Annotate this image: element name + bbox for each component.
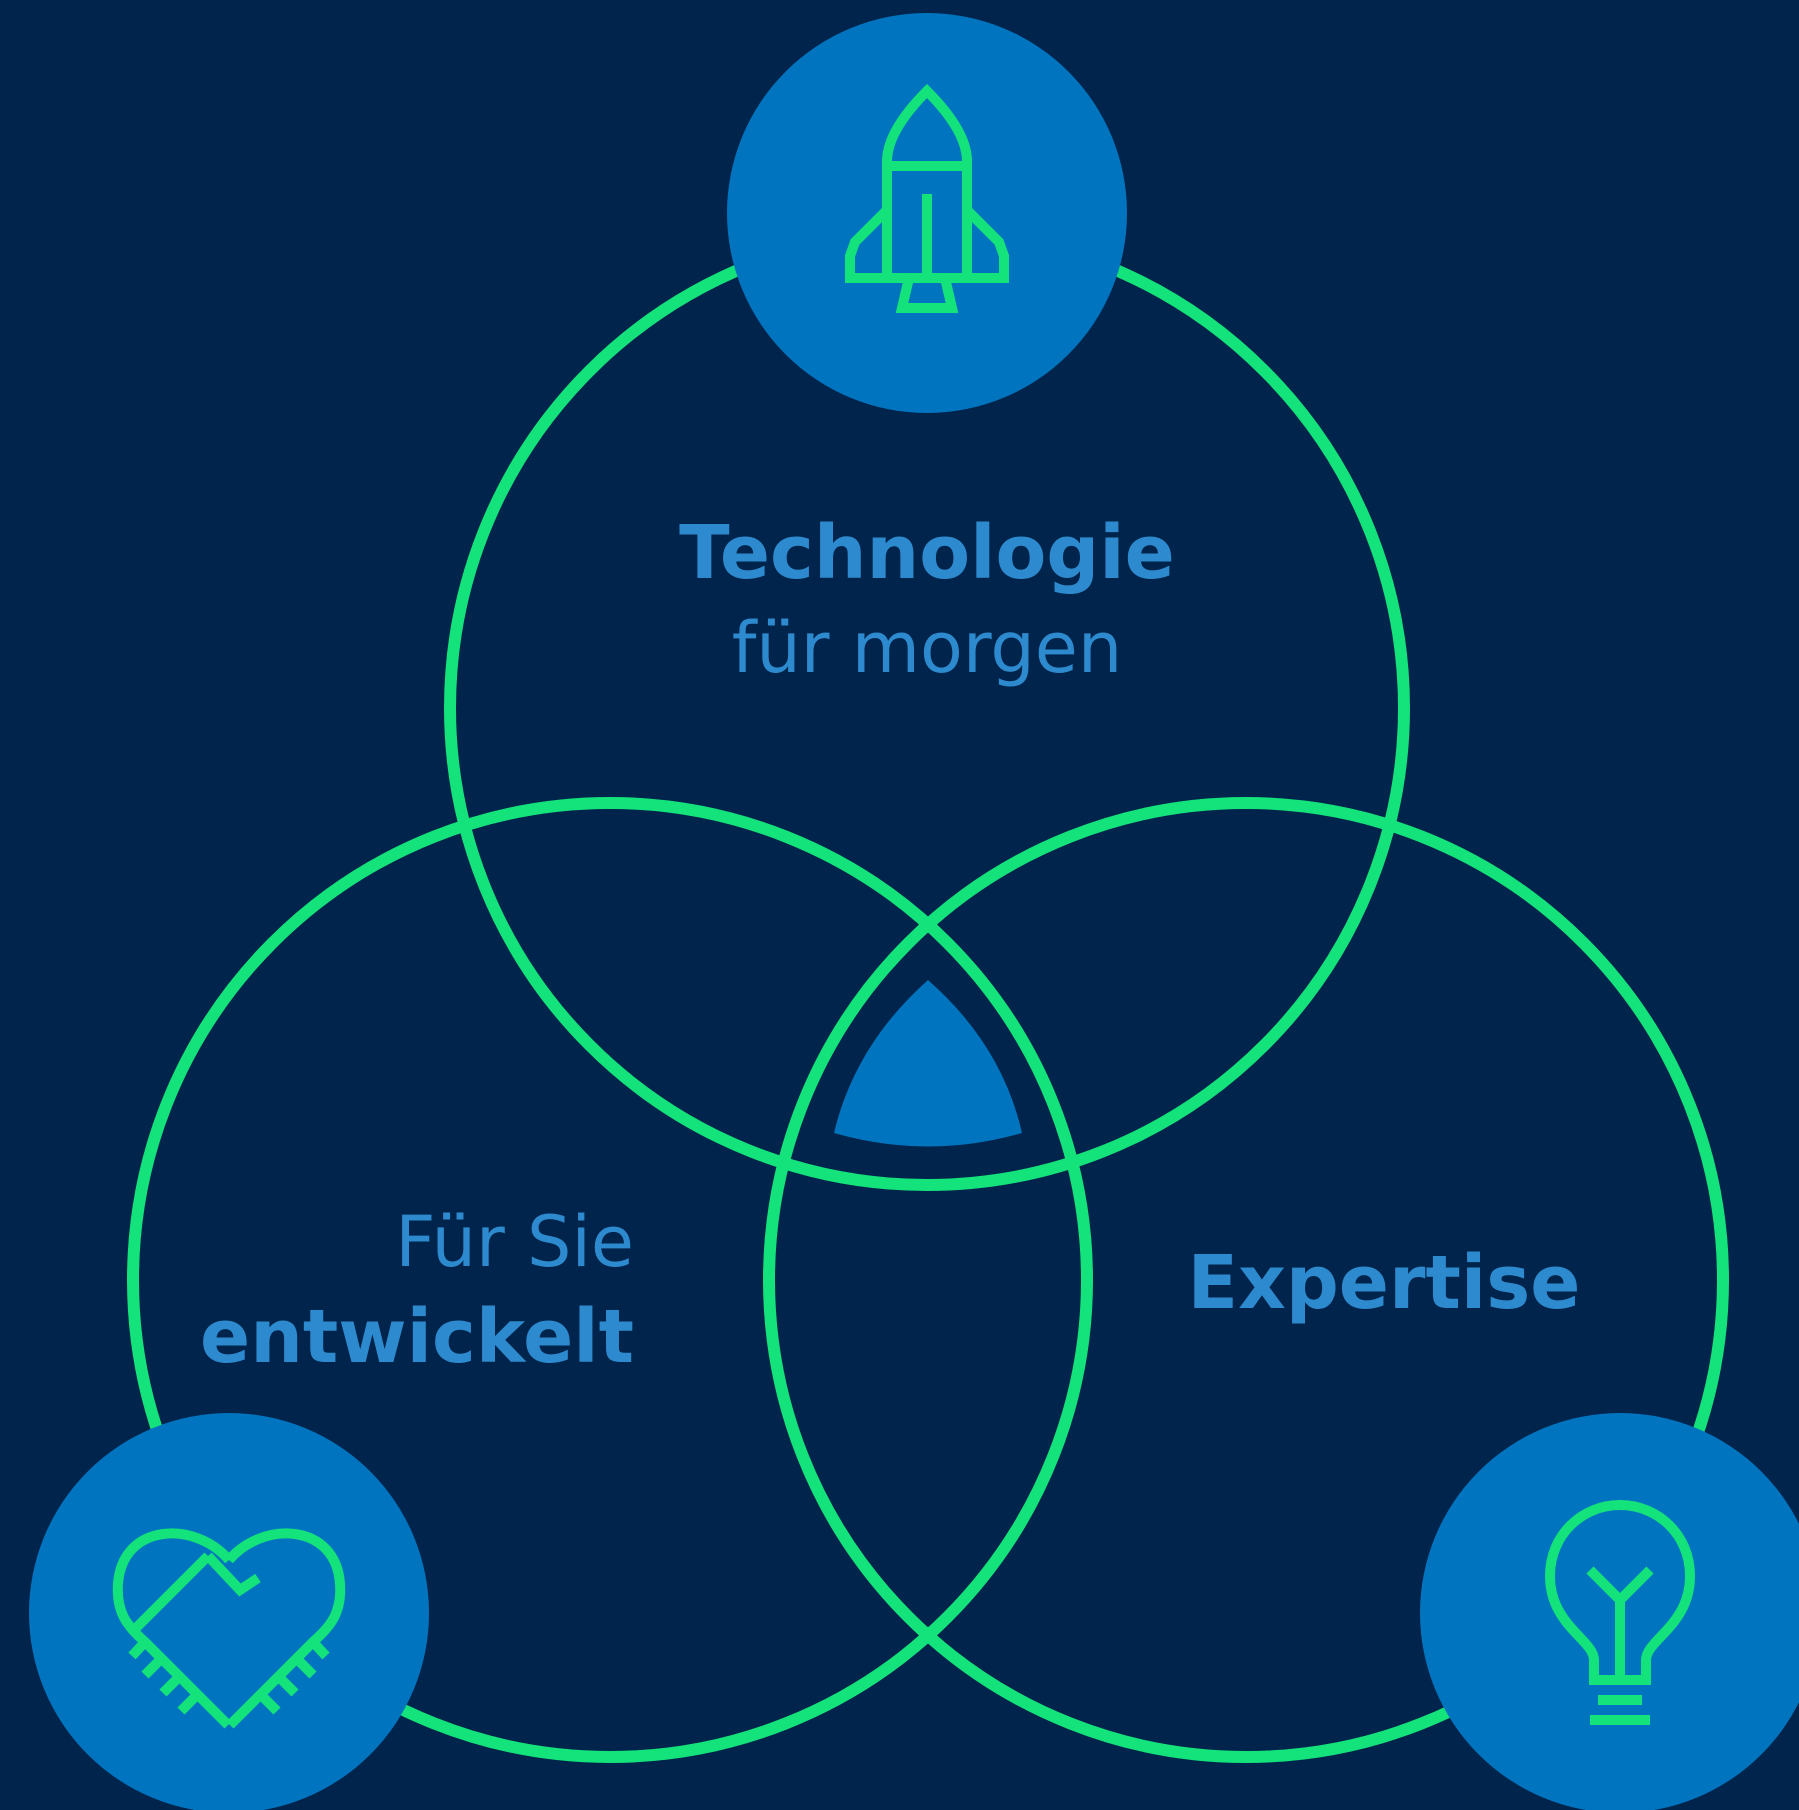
development-title-bold: entwickelt [200, 1294, 634, 1380]
heart-handshake-icon [112, 1528, 346, 1729]
rocket-icon [845, 83, 1009, 313]
circle-expertise [763, 797, 1729, 1763]
development-title-regular: Für Sie [395, 1201, 634, 1283]
technology-title-bold: Technologie [679, 510, 1175, 596]
circle-development [127, 797, 1093, 1763]
badge-development [29, 1413, 429, 1810]
expertise-title-bold: Expertise [1188, 1240, 1581, 1326]
center-intersection-shape [834, 980, 1022, 1147]
badge-expertise [1420, 1413, 1799, 1810]
lightbulb-icon [1544, 1499, 1696, 1725]
technology-title-regular: für morgen [732, 607, 1122, 689]
